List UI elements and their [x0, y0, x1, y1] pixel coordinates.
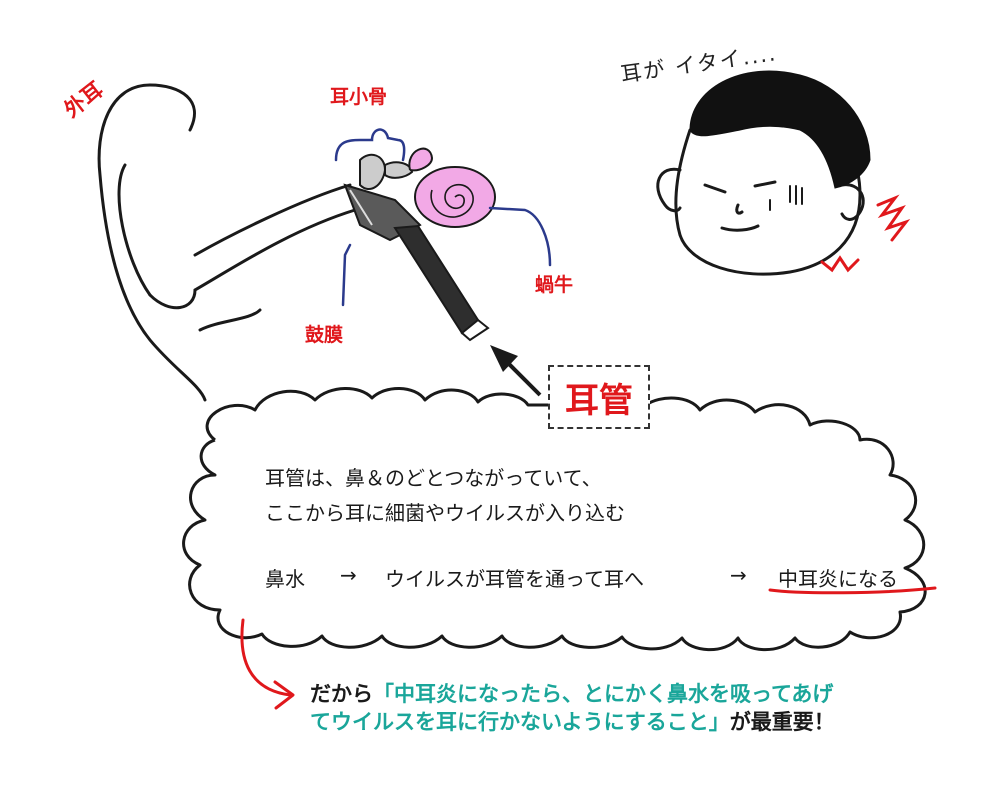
flow-arrow-2: → — [730, 563, 747, 587]
cochlea-shape — [408, 147, 496, 228]
speech-cloud — [182, 387, 927, 652]
label-eardrum: 鼓膜 — [305, 324, 344, 346]
label-ossicles: 耳小骨 — [330, 86, 388, 108]
emphasis-underline — [768, 586, 937, 595]
conclusion-quote-1: 「中耳炎になったら、とにかく鼻水を吸ってあげ — [373, 682, 834, 706]
conclusion-line-1: だから「中耳炎になったら、とにかく鼻水を吸ってあげ — [310, 680, 970, 708]
ossicles-shape — [359, 153, 414, 190]
outer-ear-shape — [97, 83, 357, 402]
pointer-lines — [334, 128, 552, 307]
hair — [689, 70, 871, 189]
eustachian-tube-shape — [393, 224, 490, 342]
conclusion-arrow — [240, 618, 295, 710]
face-illustration — [656, 128, 865, 276]
flow-step-3: 中耳炎になる — [778, 567, 898, 591]
conclusion-quote-2: てウイルスを耳に行かないようにすること」 — [310, 710, 730, 734]
bubble-line-1: 耳管は、鼻＆のどとつながっていて、 — [265, 466, 602, 490]
flow-step-1: 鼻水 — [265, 567, 305, 591]
eustachian-tube-label: 耳管 — [565, 380, 633, 421]
pain-squiggles — [820, 194, 911, 273]
conclusion-prefix: だから — [310, 682, 373, 706]
eustachian-tube-title: 耳管 — [548, 365, 650, 429]
bubble-line-2: ここから耳に細菌やウイルスが入り込む — [265, 501, 625, 525]
conclusion-line-2: てウイルスを耳に行かないようにすること」が最重要！ — [310, 708, 970, 736]
flow-step-2: ウイルスが耳管を通って耳へ — [385, 567, 644, 591]
conclusion-suffix: が最重要！ — [729, 710, 835, 734]
conclusion: だから「中耳炎になったら、とにかく鼻水を吸ってあげ てウイルスを耳に行かないよう… — [310, 680, 970, 736]
flow-arrow-1: → — [340, 563, 357, 587]
label-cochlea: 蝸牛 — [535, 274, 574, 296]
arrow-to-tube — [490, 345, 542, 397]
